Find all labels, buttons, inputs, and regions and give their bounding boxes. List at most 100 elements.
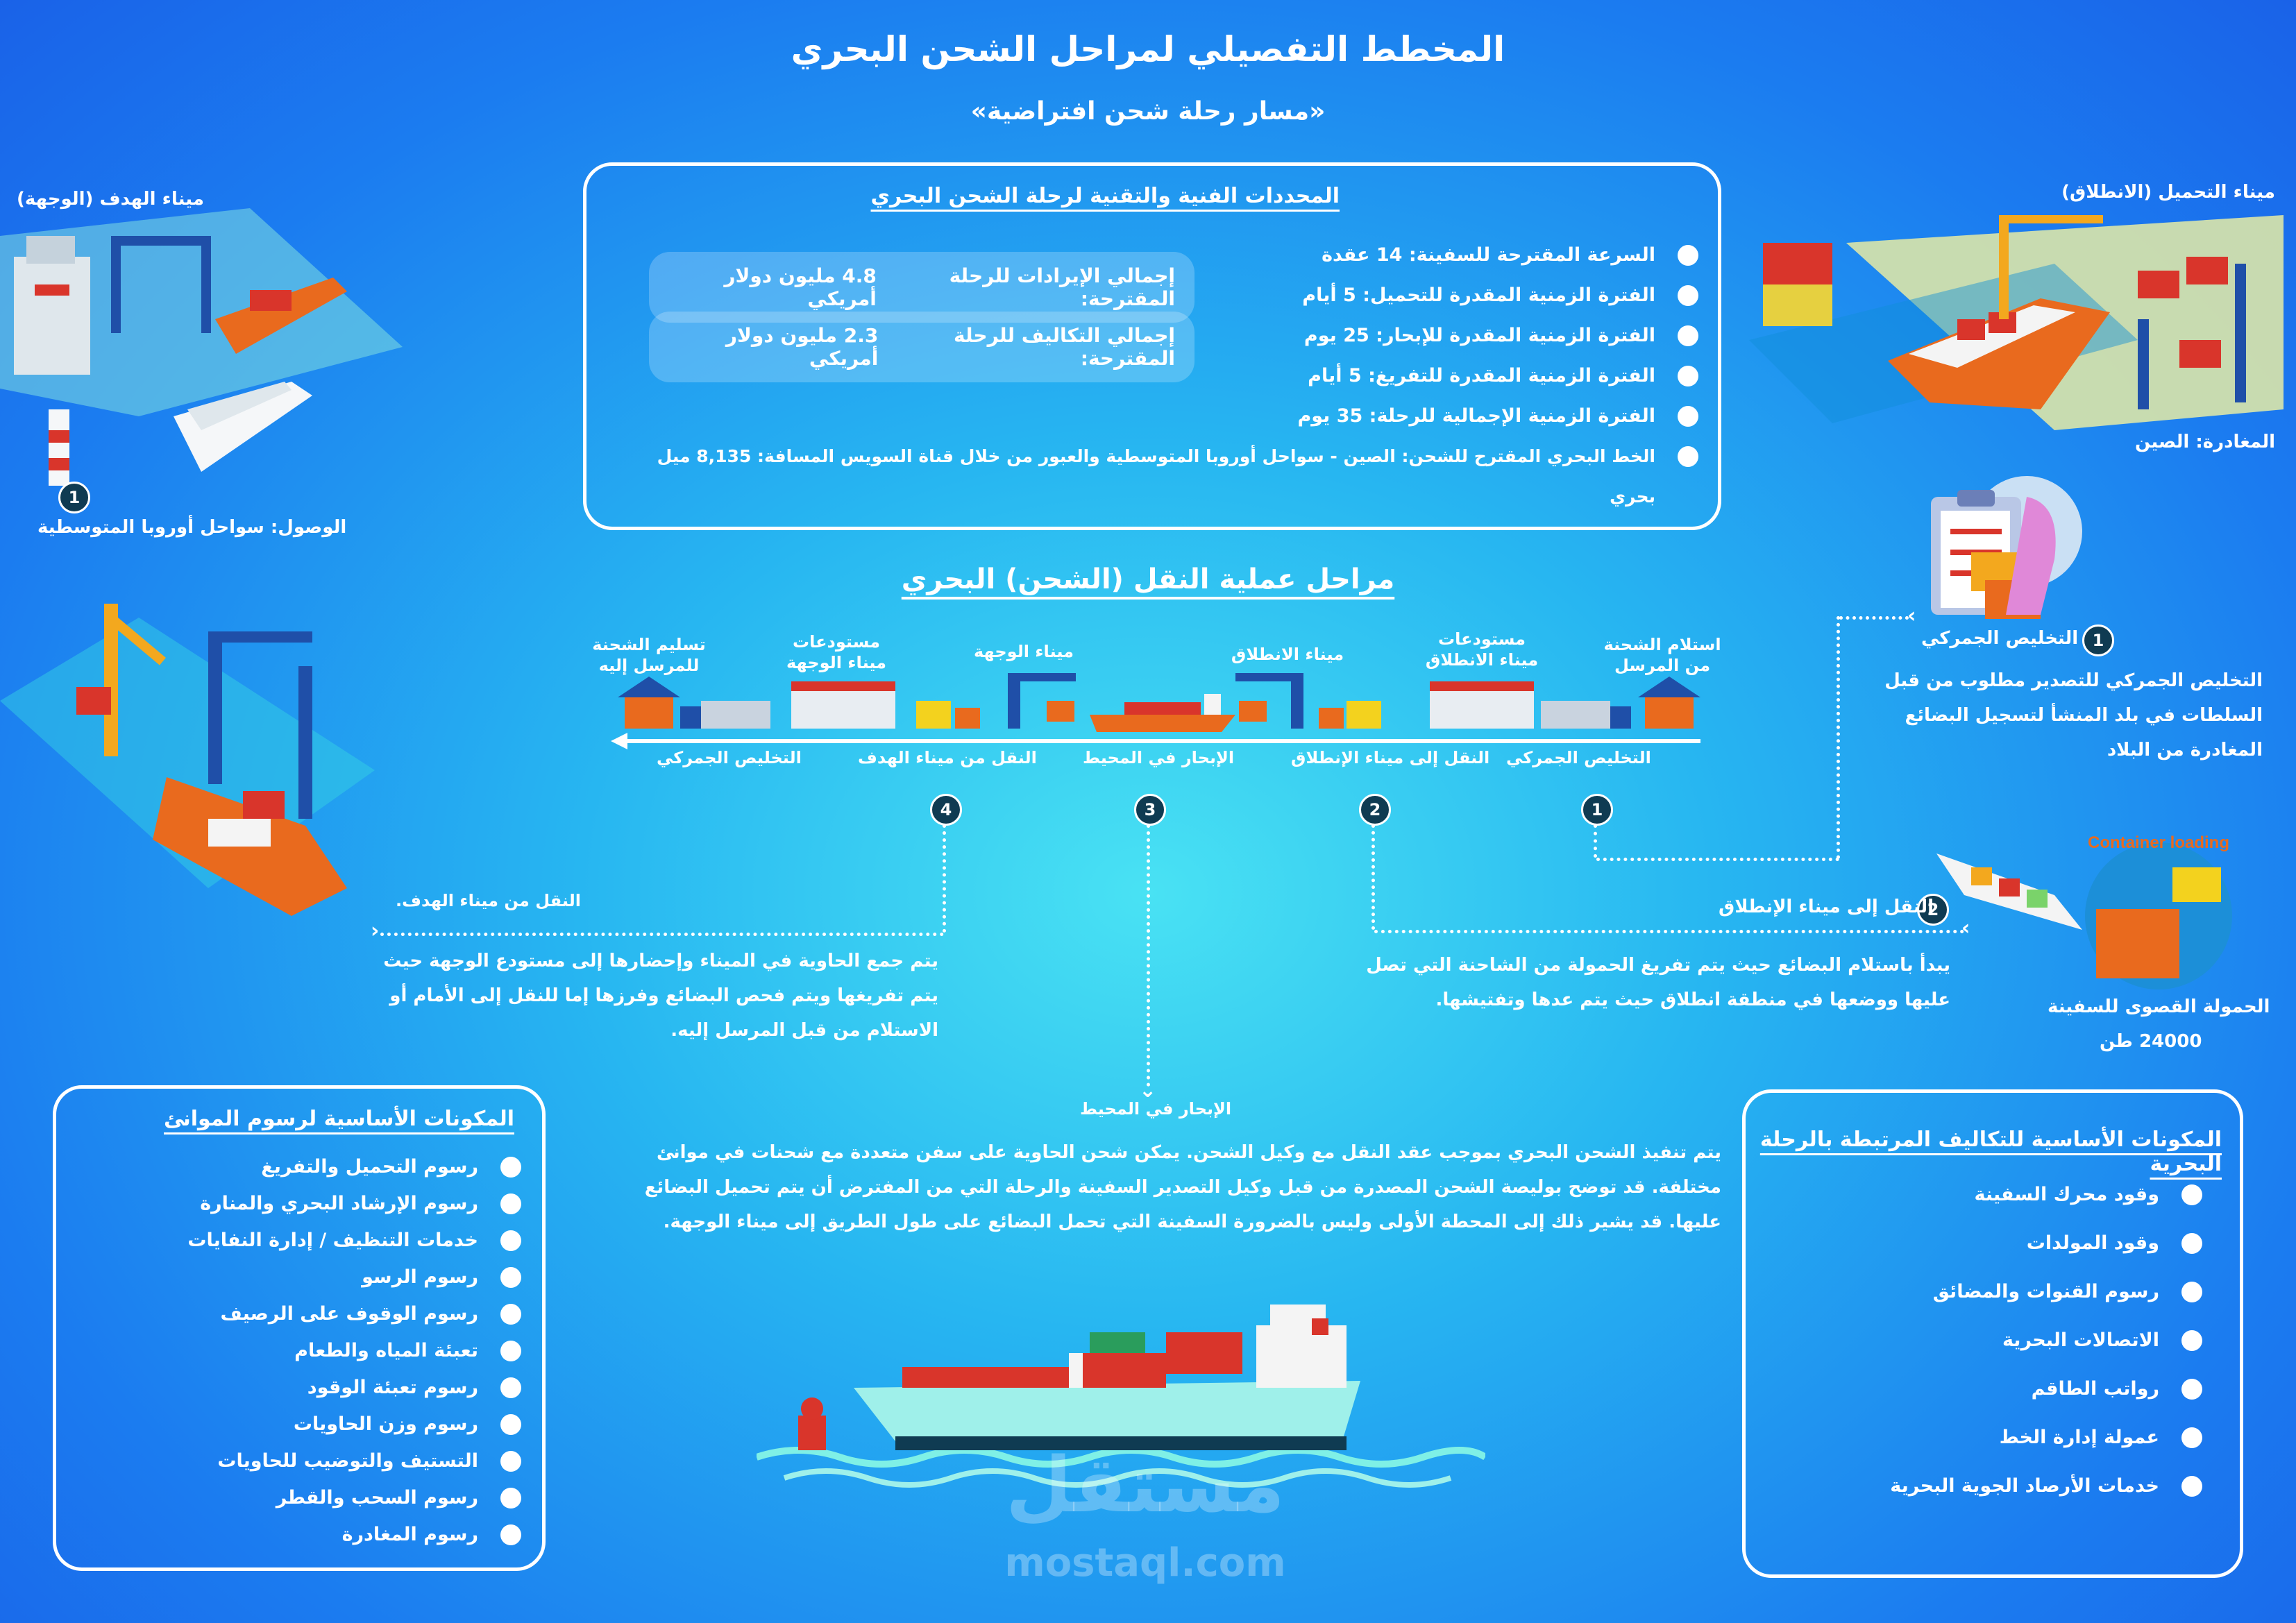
connector-step3-down — [1147, 824, 1150, 1087]
gantry-crane-icon — [2138, 264, 2246, 409]
connector-step4-down — [943, 824, 946, 933]
page-subtitle: «مسار رحلة شحن افتراضية» — [970, 97, 1326, 126]
stage-ocean-sailing: الإبحار في المحيط — [1083, 748, 1235, 767]
stage-origin-port: ميناء الانطلاق — [1231, 645, 1344, 664]
arrow-to-loading: › — [1961, 916, 1970, 940]
spec-route: الخط البحري المقترح للشحن: الصين - سواحل… — [623, 436, 1698, 507]
destination-arrival-label: الوصول: سواحل أوروبا المتوسطية — [37, 517, 347, 538]
from-port-heading: النقل من ميناء الهدف. — [396, 891, 581, 910]
loading-ship-icon — [1936, 853, 2082, 930]
process-title: مراحل عملية النقل (الشحن) البحري — [901, 563, 1395, 595]
from-port-text: يتم جمع الحاوية في الميناء وإحضارها إلى … — [383, 951, 938, 1041]
port-fee-item: رسوم الرسو — [70, 1259, 521, 1295]
origin-departure-label: المغادرة: الصين — [2135, 432, 2275, 452]
port-fees-title: المكونات الأساسية لرسوم الموانئ — [164, 1107, 514, 1131]
stage-customs-clearance-2: التخليص الجمركي — [657, 748, 802, 767]
connector-step1-to-customs — [1839, 616, 1909, 620]
process-timeline-graphic — [611, 673, 1700, 749]
trip-costs-box: المكونات الأساسية للتكاليف المرتبطة بالر… — [1742, 1089, 2243, 1578]
connector-step2-down — [1371, 824, 1375, 930]
capacity-label: الحمولة القصوى للسفينة — [2048, 996, 2270, 1017]
crane-icon — [111, 236, 211, 333]
destination-number-badge: 1 — [58, 482, 90, 513]
trip-costs-list: وقود محرك السفينة وقود المولدات رسوم الق… — [1772, 1171, 2202, 1511]
sea-waves-icon — [757, 1447, 1485, 1488]
trip-costs-title: المكونات الأساسية للتكاليف المرتبطة بالر… — [1759, 1128, 2222, 1176]
forklift-icon — [1319, 701, 1381, 729]
container-stack-icon — [1763, 243, 2228, 368]
port-fee-item: خدمات التنظيف / إدارة النفايات — [70, 1222, 521, 1259]
to-port-text: يبدأ باستلام البضائع حيث يتم تفريغ الحمو… — [1366, 955, 1950, 1010]
port-building-icon — [14, 236, 90, 375]
port-fee-item: رسوم وزن الحاويات — [70, 1406, 521, 1443]
stage-destination-warehouses: مستودعات ميناء الوجهة — [786, 632, 887, 672]
spec-unloading: الفترة الزمنية المقدرة للتفريغ: 5 أيام — [623, 356, 1698, 396]
spec-sailing: الفترة الزمنية المقدرة للإبحار: 25 يوم — [623, 316, 1698, 356]
container-loading-badge-text: Container loading — [2088, 833, 2229, 852]
step-1-badge: 1 — [1581, 794, 1613, 826]
trip-cost-item: وقود المولدات — [1772, 1219, 2202, 1268]
cost-pill: إجمالي التكاليف للرحلة المقترحة: 2.3 ملي… — [649, 312, 1195, 382]
stage-receive-shipment: استلام الشحنة من المرسل — [1603, 635, 1721, 675]
stage-customs-clearance-1: التخليص الجمركي — [1506, 748, 1651, 767]
revenue-pill: إجمالي الإيرادات للرحلة المقترحة: 4.8 مل… — [649, 252, 1195, 323]
forklift-icon — [2172, 867, 2221, 902]
person-silhouette-icon — [2006, 497, 2056, 615]
step-4-badge: 4 — [930, 794, 962, 826]
warehouse-icon — [1638, 677, 1700, 729]
stage-transfer-from-port: النقل من ميناء الهدف — [858, 748, 1037, 767]
customs-text: التخليص الجمركي للتصدير مطلوب من قبل الس… — [1884, 670, 2263, 760]
customs-heading: التخليص الجمركي — [1921, 628, 2079, 649]
ship-icon — [1090, 694, 1235, 732]
spec-total: الفترة الزمنية الإجمالية للرحلة: 35 يوم — [623, 396, 1698, 436]
connector-step1-horizontal — [1596, 858, 1839, 861]
arrow-to-customs: › — [1907, 604, 1916, 628]
trip-cost-item: رسوم القنوات والمضائق — [1772, 1268, 2202, 1316]
warehouse-icon — [791, 681, 895, 729]
capacity-value: 24000 طن — [2100, 1031, 2202, 1052]
container-loading-illustration: Container loading — [1936, 833, 2232, 989]
trip-cost-item: خدمات الأرصاد الجوية البحرية — [1772, 1462, 2202, 1511]
port-fee-item: رسوم تعبئة الوقود — [70, 1369, 521, 1406]
trip-cost-item: رواتب الطاقم — [1772, 1365, 2202, 1413]
connector-step1-down — [1594, 824, 1597, 858]
specs-box: المحددات الفنية والتقنية لرحلة الشحن الب… — [583, 162, 1721, 530]
lighthouse-icon — [49, 409, 69, 486]
port-fee-item: التستيف والتوضيب للحاويات — [70, 1443, 521, 1479]
crane-icon — [1999, 215, 2103, 319]
port-fee-item: رسوم الوقوف على الرصيف — [70, 1295, 521, 1332]
forklift-icon — [916, 701, 980, 729]
revenue-value: 4.8 مليون دولار أمريكي — [724, 264, 877, 310]
crane-icon — [76, 604, 166, 756]
trip-cost-item: وقود محرك السفينة — [1772, 1171, 2202, 1219]
stage-transfer-to-port: النقل إلى ميناء الإنطلاق — [1291, 748, 1490, 767]
specs-list: السرعة المقترحة للسفينة: 14 عقدة الفترة … — [623, 235, 1698, 507]
watermark-logo-latin: mostaql.com — [1004, 1540, 1286, 1586]
port-crane-icon — [1008, 673, 1076, 729]
gantry-crane-icon — [208, 631, 312, 819]
connector-step4-horizontal — [380, 933, 944, 936]
arrow-to-unloading: ‹ — [371, 919, 380, 943]
customs-number-badge: 1 — [2082, 624, 2114, 656]
origin-ship-icon — [1888, 298, 2110, 409]
step-2-badge: 2 — [1359, 794, 1391, 826]
port-fee-item: رسوم المغادرة — [70, 1516, 521, 1553]
port-fees-box: المكونات الأساسية لرسوم الموانئ رسوم الت… — [53, 1085, 546, 1571]
stage-origin-warehouses: مستودعات ميناء الانطلاق — [1425, 629, 1539, 670]
spec-loading: الفترة الزمنية المقدرة للتحميل: 5 أيام — [623, 275, 1698, 316]
sailing-text: يتم تنفيذ الشحن البحري بموجب عقد النقل م… — [644, 1142, 1721, 1232]
cost-value: 2.3 مليون دولار أمريكي — [725, 324, 879, 370]
unloading-ship-icon — [153, 777, 347, 916]
destination-port-illustration — [0, 208, 403, 486]
truck-icon — [1541, 701, 1631, 729]
warehouse-icon — [618, 677, 680, 729]
container-icon — [2096, 909, 2179, 978]
port-fees-list: رسوم التحميل والتفريغ رسوم الإرشاد البحر… — [70, 1148, 521, 1553]
origin-port-illustration — [1749, 215, 2284, 430]
destination-port-label: ميناء الهدف (الوجهة) — [17, 189, 204, 210]
port-crane-icon — [1235, 673, 1303, 729]
connector-step2-horizontal — [1374, 930, 1964, 933]
connector-step1-up — [1837, 616, 1840, 859]
spec-speed: السرعة المقترحة للسفينة: 14 عقدة — [623, 235, 1698, 275]
trip-cost-item: عمولة إدارة الخط — [1772, 1413, 2202, 1462]
